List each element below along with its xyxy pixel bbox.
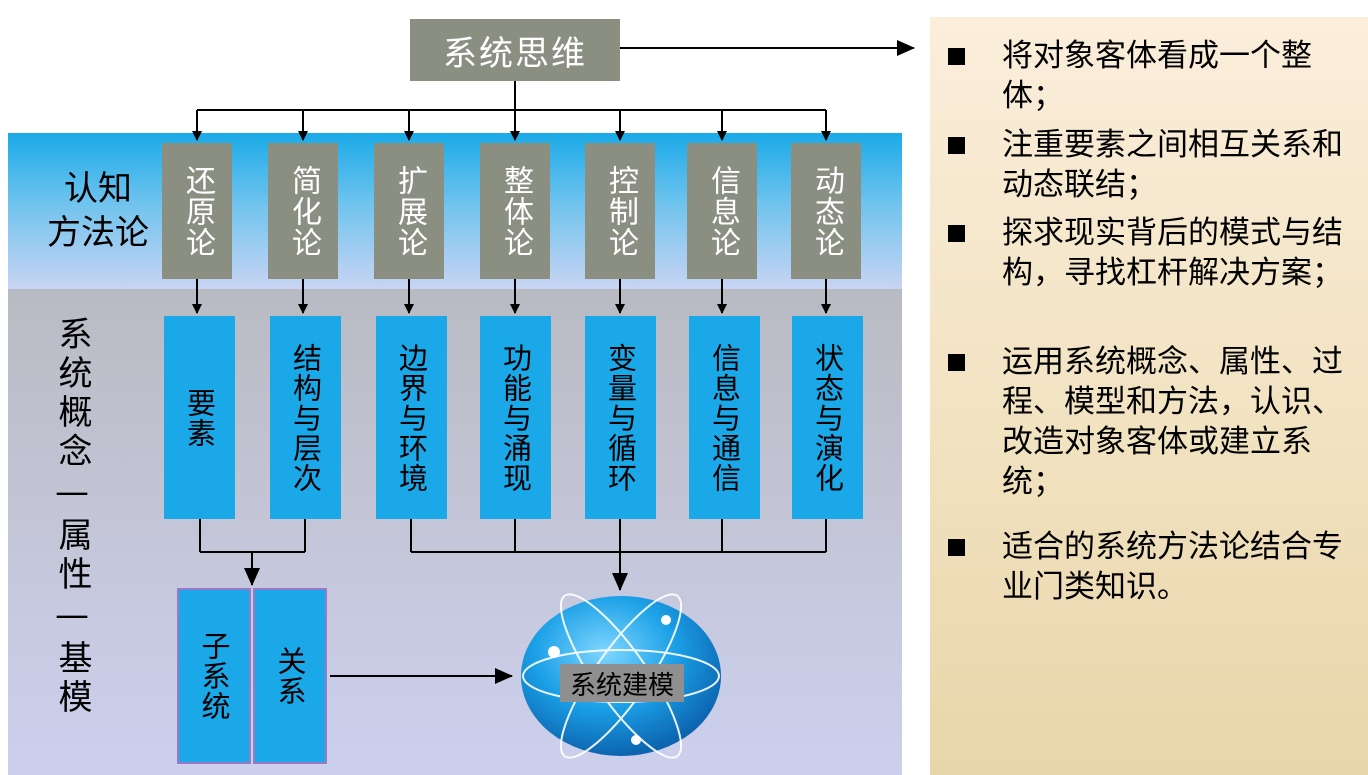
- concept-box: 边界与环境: [376, 316, 447, 519]
- method-label: 整体论: [498, 164, 533, 258]
- system-modeling-label: 系统建模: [560, 664, 684, 702]
- subsystem-label: 子系统: [197, 631, 231, 721]
- method-box: 信息论: [687, 143, 757, 279]
- method-label: 扩展论: [392, 164, 427, 258]
- square-bullet-icon: [948, 137, 965, 154]
- square-bullet-icon: [948, 225, 965, 242]
- concept-box: 信息与通信: [689, 316, 760, 519]
- method-box: 动态论: [791, 143, 861, 279]
- method-box: 扩展论: [374, 143, 444, 279]
- concept-box: 结构与层次: [270, 316, 341, 519]
- concept-label: 信息与通信: [707, 342, 742, 493]
- concept-attribute-archetype-label: 系统概念—属性—基模: [52, 316, 92, 718]
- concept-label: 状态与演化: [810, 342, 845, 493]
- characteristics-panel: 将对象客体看成一个整体； 注重要素之间相互关系和动态联结； 探求现实背后的模式与…: [930, 17, 1368, 775]
- square-bullet-icon: [948, 48, 965, 65]
- relation-label: 关系: [273, 646, 307, 706]
- root-box: 系统思维: [410, 19, 620, 81]
- cognition-methodology-label: 认知 方法论: [47, 169, 149, 253]
- bullet-text: 适合的系统方法论结合专业门类知识。: [1002, 529, 1343, 605]
- method-label: 控制论: [603, 164, 638, 258]
- method-box: 还原论: [162, 143, 232, 279]
- bullet-text: 注重要素之间相互关系和动态联结；: [1002, 127, 1343, 203]
- concept-box: 功能与涌现: [480, 316, 551, 519]
- bullet-text: 将对象客体看成一个整体；: [1002, 38, 1312, 114]
- square-bullet-icon: [948, 539, 965, 556]
- relation-box: 关系: [253, 588, 327, 764]
- concept-label: 边界与环境: [394, 342, 429, 493]
- bullet-text: 探求现实背后的模式与结构，寻找杠杆解决方案；: [1002, 215, 1343, 291]
- concept-box: 状态与演化: [792, 316, 863, 519]
- method-label: 还原论: [180, 164, 215, 258]
- bullet-text: 运用系统概念、属性、过程、模型和方法，认识、改造对象客体或建立系统；: [1002, 344, 1343, 500]
- concept-label: 要素: [182, 387, 217, 448]
- method-box: 整体论: [480, 143, 550, 279]
- concept-box: 变量与循环: [585, 316, 656, 519]
- concept-label: 变量与循环: [603, 342, 638, 493]
- method-label: 信息论: [705, 164, 740, 258]
- concept-label: 结构与层次: [288, 342, 323, 493]
- method-label: 动态论: [809, 164, 844, 258]
- concept-box: 要素: [164, 316, 235, 519]
- method-label: 简化论: [286, 164, 321, 258]
- method-box: 控制论: [585, 143, 655, 279]
- square-bullet-icon: [948, 354, 965, 371]
- concept-label: 功能与涌现: [498, 342, 533, 493]
- subsystem-box: 子系统: [177, 588, 251, 764]
- method-box: 简化论: [268, 143, 338, 279]
